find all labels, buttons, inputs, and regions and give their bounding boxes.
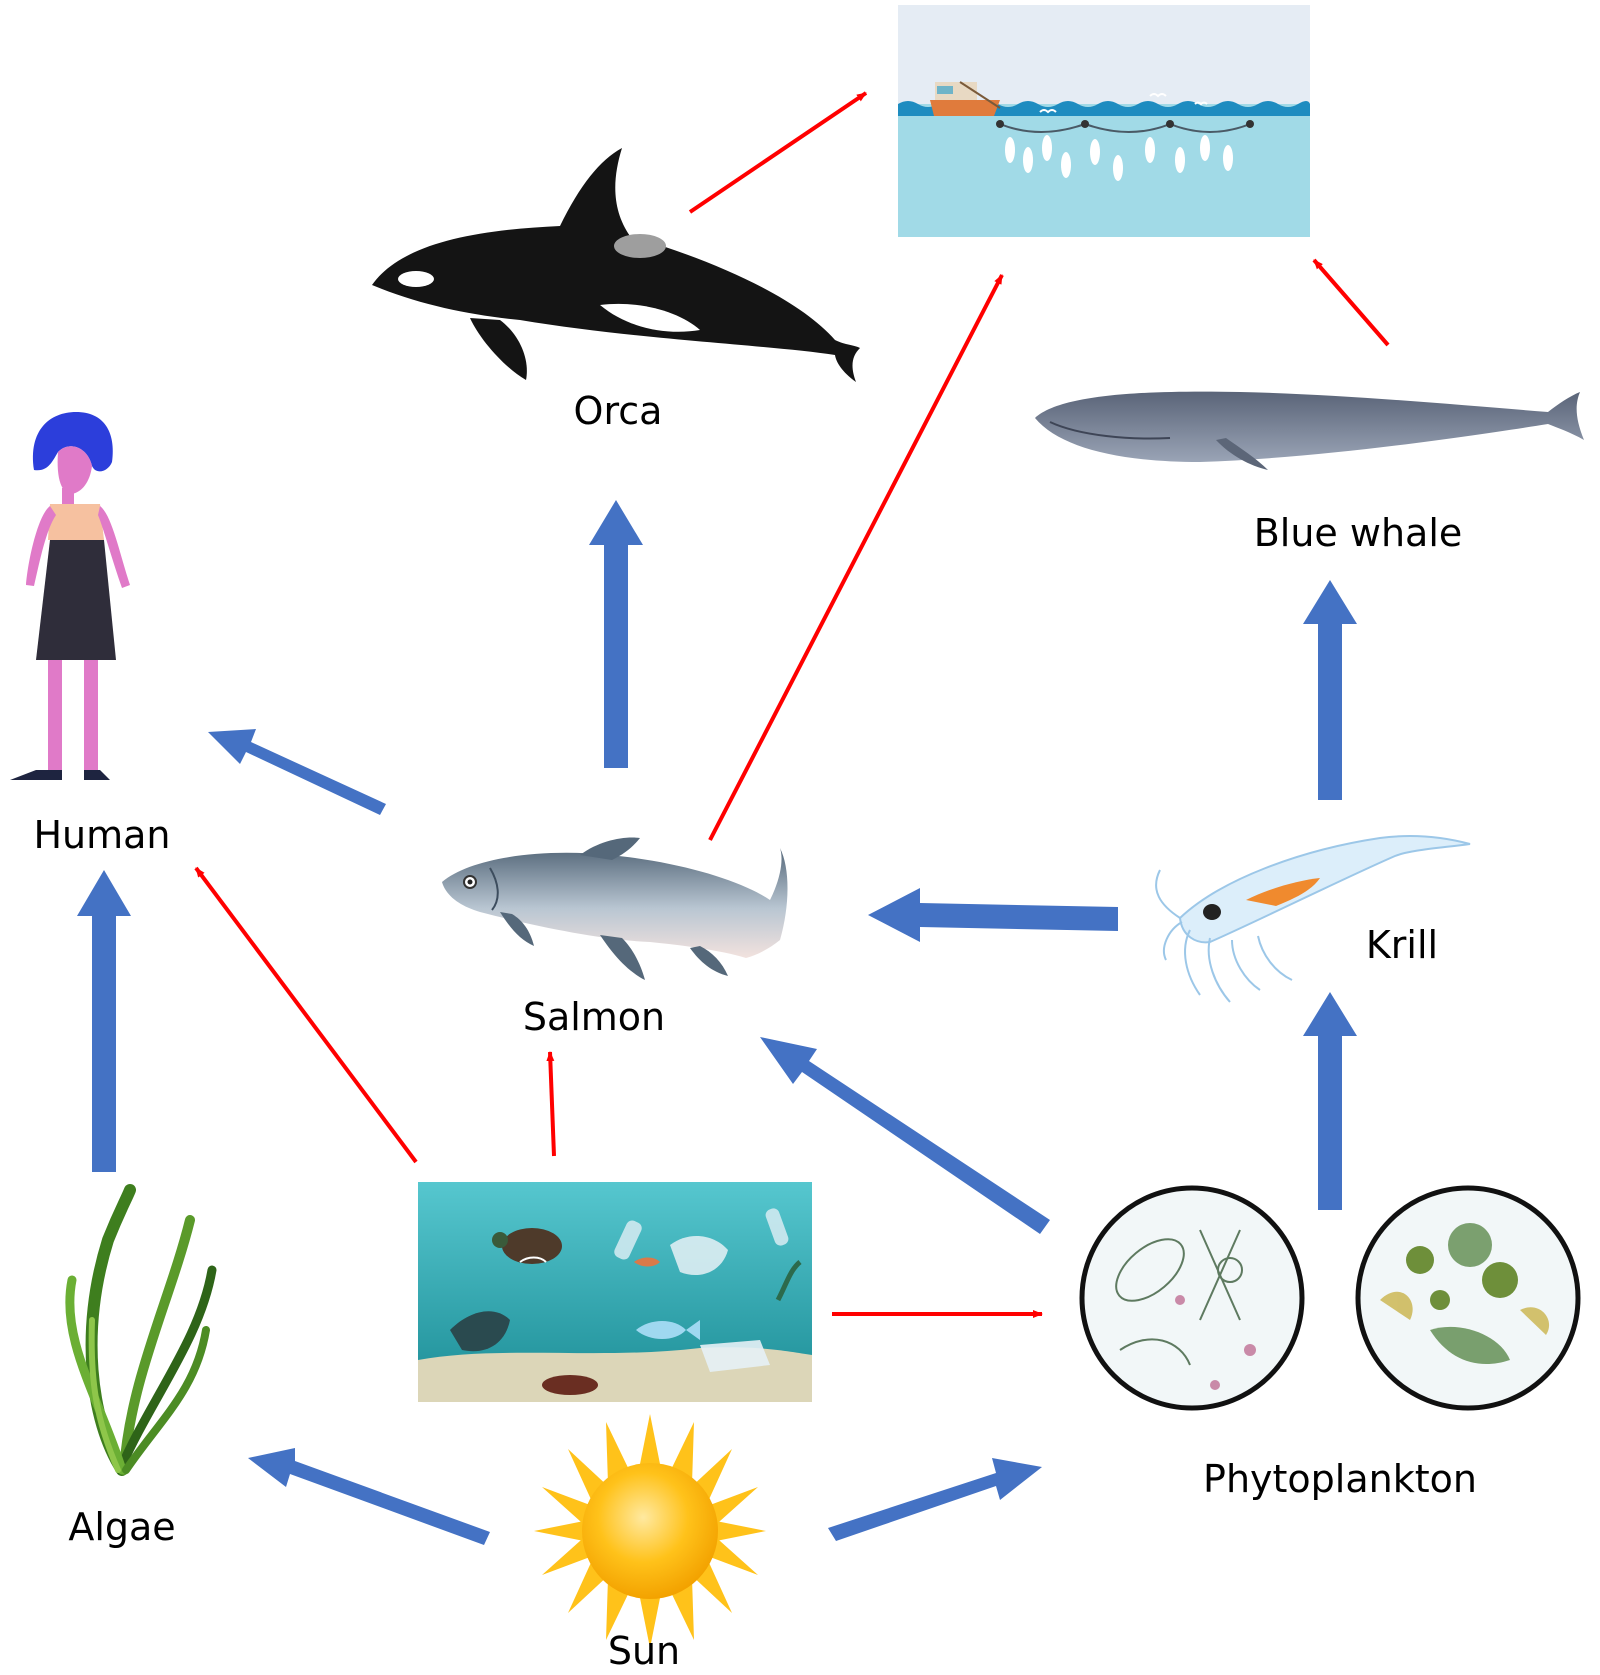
arrow-krill-to-salmon [868, 888, 1118, 942]
algae-label: Algae [68, 1505, 175, 1549]
algae-seaweed-icon [70, 1190, 212, 1470]
arrow-sun-to-algae [248, 1448, 490, 1545]
arrow-salmon-to-human [208, 729, 386, 815]
blue-whale-icon [1035, 392, 1584, 470]
arrow-algae-to-human [77, 870, 131, 1172]
arrow-phyto-to-krill [1303, 992, 1357, 1210]
phytoplankton-microscope-icon [1082, 1188, 1578, 1408]
threat-arrows [196, 93, 1388, 1314]
arrow-orca-to-fishing [690, 93, 866, 212]
orca-icon [372, 148, 860, 382]
arrow-salmon-to-fishing [710, 275, 1002, 840]
human-label: Human [33, 813, 170, 857]
salmon-icon [442, 838, 788, 980]
sun-label: Sun [608, 1629, 680, 1673]
phytoplankton-label: Phytoplankton [1203, 1457, 1477, 1501]
arrow-pollution-to-human [196, 868, 416, 1162]
orca-label: Orca [574, 389, 663, 433]
blue-whale-label: Blue whale [1254, 511, 1463, 555]
arrow-sun-to-phyto [828, 1458, 1042, 1541]
ocean-plastic-pollution-icon [418, 1182, 812, 1402]
arrow-bluewhale-to-fishing [1314, 260, 1388, 345]
arrow-krill-to-blue-whale [1303, 580, 1357, 800]
human-figure-icon [10, 412, 130, 780]
krill-icon [1156, 836, 1470, 1002]
fishing-net-boat-icon [898, 5, 1310, 237]
arrow-salmon-to-orca [589, 500, 643, 768]
salmon-label: Salmon [523, 995, 665, 1039]
arrow-pollution-to-salmon [550, 1052, 554, 1156]
sun-icon [534, 1414, 766, 1648]
krill-label: Krill [1366, 923, 1438, 967]
